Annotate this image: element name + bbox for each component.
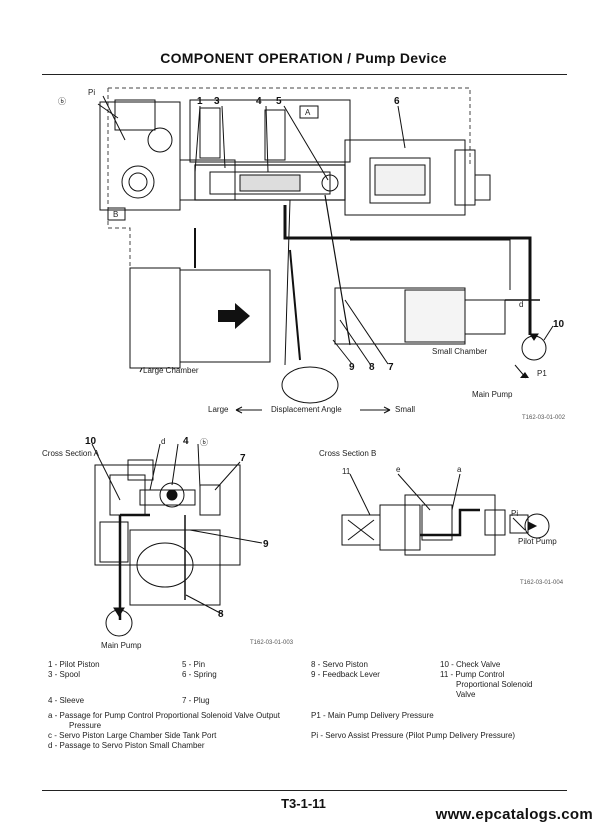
legend-item-a: a - Passage for Pump Control Proportiona…	[48, 711, 280, 720]
legend-col-4: 10 - Check Valve 11 - Pump Control Propo…	[440, 660, 533, 700]
label-a: A	[305, 108, 311, 117]
cross-section-a-diagram	[91, 443, 263, 637]
legend-item-c: c - Servo Piston Large Chamber Side Tank…	[48, 731, 217, 740]
watermark: www.epcatalogs.com	[435, 806, 593, 823]
header-rule	[42, 74, 567, 75]
a-label-4: 4	[183, 436, 189, 447]
legend-item: 4 - Sleeve	[48, 696, 85, 705]
figure-code-1: T162-03-01-002	[522, 415, 566, 421]
label-b-flag: B	[113, 210, 119, 219]
label-9: 9	[349, 362, 355, 373]
legend-item: 3 - Spool	[48, 670, 81, 679]
label-3: 3	[214, 96, 220, 107]
label-8: 8	[369, 362, 375, 373]
pump-device-diagram	[97, 87, 554, 414]
label-large-chamber: Large Chamber	[143, 366, 199, 375]
legend-passages: a - Passage for Pump Control Proportiona…	[48, 711, 280, 751]
footer-rule	[42, 790, 567, 791]
label-displacement-angle: Displacement Angle	[271, 405, 342, 414]
a-label-main-pump: Main Pump	[101, 641, 142, 650]
label-7: 7	[388, 362, 394, 373]
page-title: COMPONENT OPERATION / Pump Device	[160, 50, 447, 66]
label-p1: P1	[537, 369, 547, 378]
legend-item: 10 - Check Valve	[440, 660, 501, 669]
figure-code-2: T162-03-01-003	[250, 640, 294, 646]
legend-item-pi: Pi - Servo Assist Pressure (Pilot Pump D…	[311, 731, 516, 740]
label-b: ⓑ	[58, 97, 66, 106]
legend-item: 5 - Pin	[182, 660, 206, 669]
label-large: Large	[208, 405, 229, 414]
label-main-pump: Main Pump	[472, 390, 513, 399]
label-6: 6	[394, 96, 400, 107]
figure-code-3: T162-03-01-004	[520, 580, 564, 586]
legend-item: 6 - Spring	[182, 670, 217, 679]
legend-item-p1: P1 - Main Pump Delivery Pressure	[311, 711, 434, 720]
legend-item: 7 - Plug	[182, 696, 210, 705]
label-4: 4	[256, 96, 262, 107]
legend-item: Proportional Solenoid	[456, 680, 533, 689]
label-small-chamber: Small Chamber	[432, 347, 488, 356]
cross-section-b-diagram	[341, 473, 550, 556]
cross-section-a-title: Cross Section A	[42, 449, 99, 458]
legend-col-2: 5 - Pin 6 - Spring 7 - Plug	[182, 660, 217, 706]
legend-pressures: P1 - Main Pump Delivery Pressure Pi - Se…	[311, 711, 515, 741]
legend-item: 11 - Pump Control	[440, 670, 505, 679]
label-small: Small	[395, 405, 416, 414]
a-label-8: 8	[218, 609, 224, 620]
legend-item: 8 - Servo Piston	[311, 660, 368, 669]
b-label-pi: Pi	[511, 509, 519, 518]
legend-col-3: 8 - Servo Piston 9 - Feedback Lever	[311, 660, 380, 680]
label-10: 10	[553, 319, 565, 330]
b-label-11: 11	[342, 467, 351, 476]
legend-item-a-cont: Pressure	[69, 721, 102, 730]
a-label-b: ⓑ	[200, 438, 208, 447]
label-d: d	[519, 300, 524, 309]
label-1: 1	[197, 96, 203, 107]
b-label-pilot-pump: Pilot Pump	[518, 537, 557, 546]
b-label-a: a	[457, 465, 462, 474]
b-label-e: e	[396, 465, 401, 474]
a-label-d: d	[161, 437, 166, 446]
a-label-10: 10	[85, 436, 97, 447]
legend-col-1: 1 - Pilot Piston 3 - Spool 4 - Sleeve	[48, 660, 100, 706]
legend-item: Valve	[456, 690, 476, 699]
a-label-7: 7	[240, 453, 246, 464]
legend-item: 1 - Pilot Piston	[48, 660, 100, 669]
legend-item: 9 - Feedback Lever	[311, 670, 380, 679]
legend-item-d: d - Passage to Servo Piston Small Chambe…	[48, 741, 205, 750]
a-label-9: 9	[263, 539, 269, 550]
page-number: T3-1-11	[281, 796, 326, 811]
label-pi: Pi	[88, 88, 96, 97]
cross-section-b-title: Cross Section B	[319, 449, 377, 458]
label-5: 5	[276, 96, 282, 107]
